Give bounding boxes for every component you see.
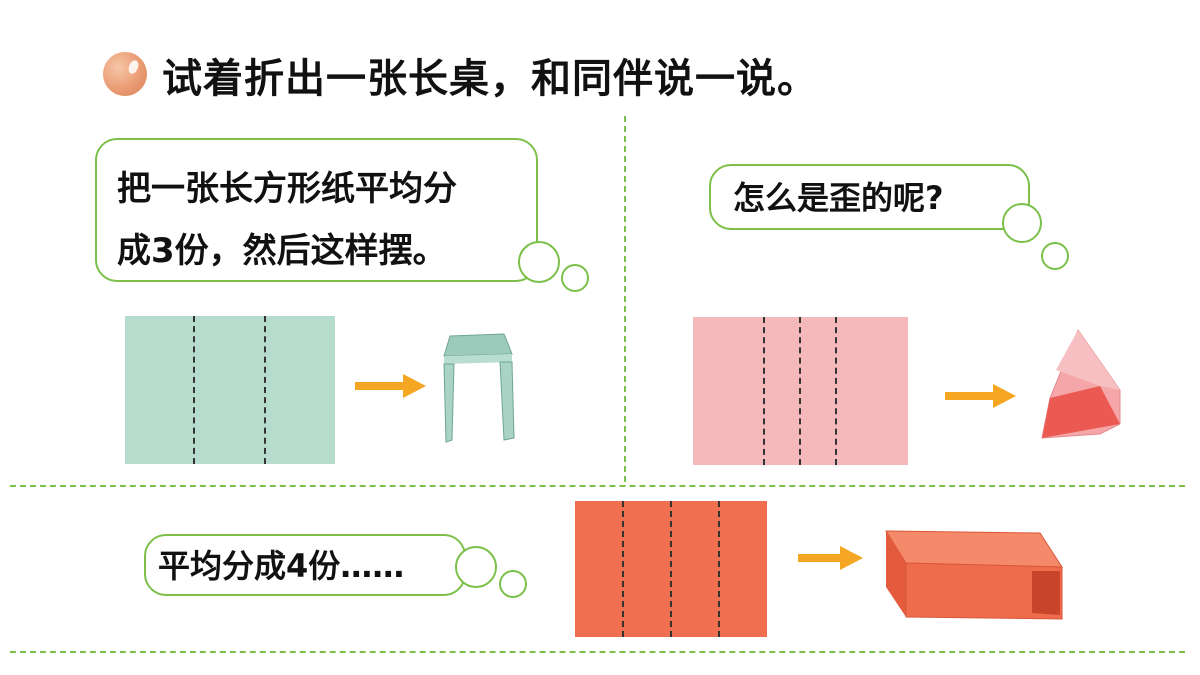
speech-bubble-crooked: 怎么是歪的呢? bbox=[709, 164, 1030, 230]
folded-pink-crooked-image bbox=[1041, 328, 1121, 439]
horizontal-divider-bottom bbox=[10, 651, 1185, 653]
bubble-text: 怎么是歪的呢? bbox=[733, 179, 944, 217]
green-paper-three-folds bbox=[125, 316, 335, 464]
right-arrow-icon bbox=[355, 374, 426, 398]
vertical-divider bbox=[624, 116, 626, 482]
bubble-text-line-1: 把一张长方形纸平均分 bbox=[117, 169, 457, 209]
speech-bubble-four-parts: 平均分成4份…… bbox=[144, 534, 466, 596]
right-arrow-icon bbox=[945, 384, 1016, 408]
folded-green-table-image bbox=[443, 333, 515, 443]
thought-circle-small bbox=[499, 570, 527, 598]
right-arrow-icon bbox=[798, 546, 863, 570]
fold-line bbox=[835, 317, 837, 465]
horizontal-divider-middle bbox=[10, 485, 1185, 487]
fold-line bbox=[718, 501, 720, 637]
fold-line bbox=[763, 317, 765, 465]
fold-line bbox=[264, 316, 266, 464]
thought-circle-large bbox=[1002, 203, 1042, 243]
speech-bubble-three-parts: 把一张长方形纸平均分 成3份，然后这样摆。 bbox=[95, 138, 538, 282]
fold-line bbox=[799, 317, 801, 465]
fold-line bbox=[670, 501, 672, 637]
thought-circle-small bbox=[1041, 242, 1069, 270]
fold-line bbox=[622, 501, 624, 637]
bubble-text-line-2: 成3份，然后这样摆。 bbox=[117, 231, 447, 271]
thought-circle-small bbox=[561, 264, 589, 292]
bubble-text: 平均分成4份…… bbox=[158, 547, 405, 585]
orange-paper-four-folds bbox=[575, 501, 767, 637]
fold-line bbox=[193, 316, 195, 464]
thought-circle-large bbox=[455, 546, 497, 588]
title-bullet-icon bbox=[103, 52, 147, 96]
page-title: 试着折出一张长桌，和同伴说一说。 bbox=[162, 56, 818, 102]
pink-paper-uneven-folds bbox=[693, 317, 908, 465]
thought-circle-large bbox=[518, 241, 560, 283]
folded-orange-box-image bbox=[885, 530, 1063, 620]
